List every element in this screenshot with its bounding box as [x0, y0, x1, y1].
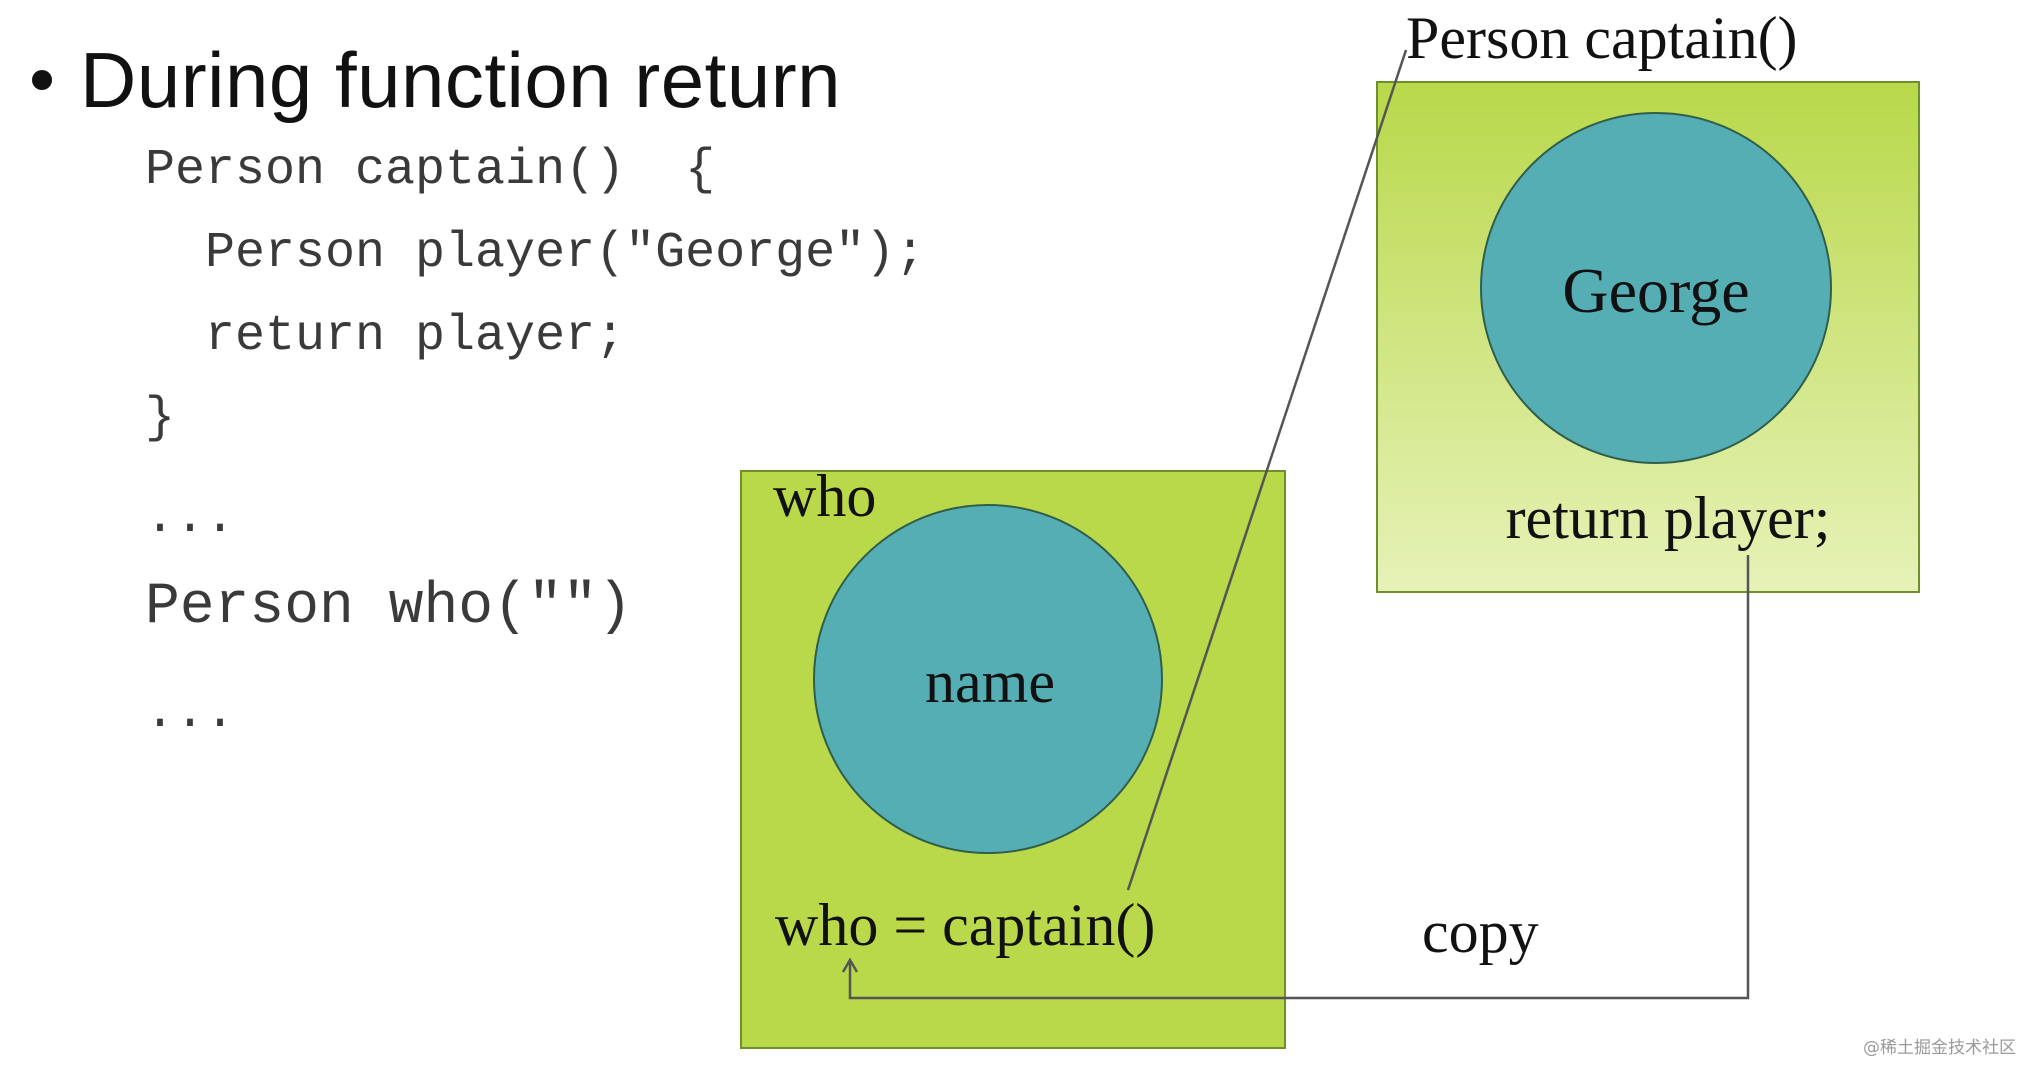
code-line-7: ...	[145, 685, 236, 742]
code-line-2: Person player("George");	[145, 225, 926, 282]
function-signature-label: Person captain()	[1406, 5, 1798, 71]
assignment-label: who = captain()	[775, 892, 1155, 958]
bullet-heading-row: During function return	[32, 30, 841, 130]
watermark-text: @稀土掘金技术社区	[1863, 1038, 2016, 1058]
name-member-label: name	[925, 649, 1055, 715]
player-object-circle	[1480, 112, 1832, 464]
code-line-1: Person captain() {	[145, 142, 716, 199]
copy-label: copy	[1422, 899, 1539, 965]
bullet-icon	[32, 70, 52, 90]
code-line-3: return player;	[145, 308, 626, 365]
player-object-label: George	[1562, 255, 1749, 326]
name-member-circle	[813, 504, 1163, 854]
slide-heading: During function return	[80, 36, 842, 124]
who-object-label: who	[773, 463, 876, 529]
return-statement-label: return player;	[1506, 485, 1831, 551]
call-connector-line	[1126, 49, 1408, 891]
copy-arrow-head-icon	[841, 957, 859, 973]
code-line-4: }	[145, 390, 176, 447]
code-line-6: Person who("")	[145, 575, 633, 640]
code-line-5: ...	[145, 490, 236, 547]
copy-return-line	[848, 555, 1750, 1000]
